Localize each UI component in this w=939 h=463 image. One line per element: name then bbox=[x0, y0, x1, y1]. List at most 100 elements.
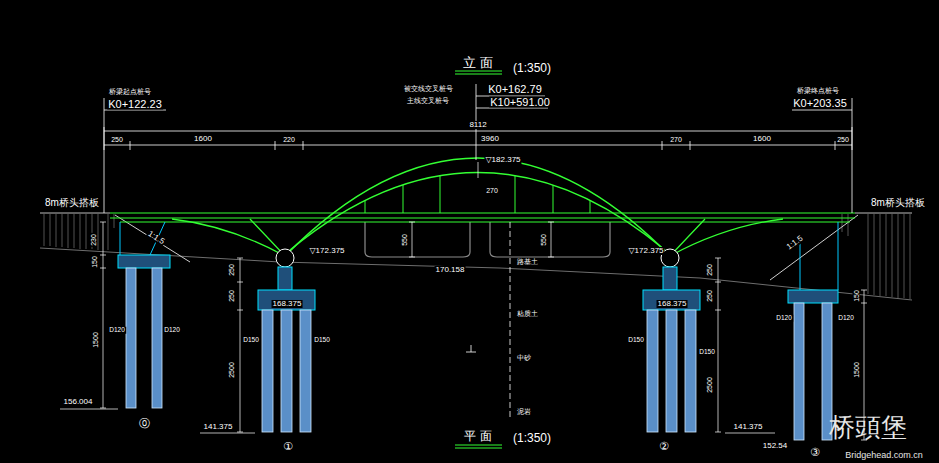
embankment-hatch bbox=[842, 214, 910, 299]
pile-diameter: D150 bbox=[698, 349, 716, 356]
watermark: Bridgehead.com.cn bbox=[844, 451, 924, 460]
elevation-text: 156.004 bbox=[63, 398, 94, 406]
arch-rib bbox=[290, 173, 665, 251]
watermark: 桥頭堡 bbox=[828, 414, 908, 440]
dimension-line bbox=[409, 162, 554, 257]
pile bbox=[666, 310, 677, 432]
soil-layer-text: 泥岩 bbox=[516, 409, 532, 416]
dimension-line bbox=[100, 222, 106, 408]
clearance-outline bbox=[365, 222, 470, 257]
soil-layer-text: 中砂 bbox=[516, 355, 532, 362]
side-strut bbox=[172, 219, 783, 256]
slope-line bbox=[770, 215, 858, 280]
approach-slab-label: 8m桥头搭板 bbox=[44, 198, 100, 208]
elevation-text: ▽182.375 bbox=[484, 156, 521, 164]
view-title: 平 面 bbox=[463, 430, 492, 442]
axis-symbol bbox=[466, 345, 476, 352]
dimension-line bbox=[104, 131, 852, 145]
pier-column bbox=[278, 267, 292, 290]
pile-diameter: D150 bbox=[627, 337, 645, 344]
pile bbox=[685, 310, 696, 432]
title-underline bbox=[455, 71, 502, 74]
pile-diameter: D120 bbox=[163, 327, 181, 334]
station-number: K10+591.00 bbox=[489, 97, 551, 108]
dimension-text: 270 bbox=[669, 136, 683, 143]
elevation-text: 168.375 bbox=[272, 300, 303, 308]
station-line bbox=[104, 84, 852, 213]
dimension-text: 1500 bbox=[853, 361, 860, 379]
elevation-text: 141.375 bbox=[203, 423, 234, 431]
elevation-text: 168.375 bbox=[657, 300, 688, 308]
abutment-wall bbox=[800, 222, 838, 290]
soil-layer-text: 路基土 bbox=[516, 259, 539, 266]
pier-column bbox=[663, 267, 677, 290]
elevation-text: ▽172.375 bbox=[308, 247, 345, 255]
pile bbox=[300, 310, 311, 432]
dimension-text: 1500 bbox=[92, 331, 99, 349]
hanger bbox=[365, 176, 590, 213]
pile-cap bbox=[258, 290, 315, 310]
support-number: ① bbox=[282, 441, 294, 452]
arch-rib bbox=[285, 158, 670, 256]
dimension-text: 270 bbox=[485, 187, 499, 194]
scale-label: (1:350) bbox=[512, 432, 552, 444]
abutment-cap bbox=[118, 255, 170, 268]
support-number: ⓪ bbox=[138, 418, 151, 429]
station-number: K0+203.35 bbox=[792, 98, 848, 109]
embankment-hatch bbox=[44, 214, 114, 250]
dimension-text: 1600 bbox=[752, 135, 772, 143]
station-number: K0+122.23 bbox=[107, 99, 163, 110]
elevation-text: 152.54 bbox=[762, 442, 788, 450]
dimension-text: 250 bbox=[836, 136, 850, 143]
pile-diameter: D120 bbox=[837, 315, 855, 322]
dimension-text: 8112 bbox=[468, 121, 487, 129]
dimension-text: 2500 bbox=[228, 361, 235, 379]
dimension-text: 1600 bbox=[193, 135, 213, 143]
pile bbox=[794, 303, 804, 440]
dimension-line bbox=[237, 258, 243, 432]
dimension-text: 3960 bbox=[480, 135, 500, 143]
station-caption: 桥梁终点桩号 bbox=[796, 88, 840, 95]
pile bbox=[262, 310, 273, 432]
elevation-leader bbox=[60, 409, 775, 433]
pile-cap bbox=[643, 290, 700, 310]
dimension-text: 150 bbox=[91, 255, 98, 269]
pile bbox=[647, 310, 658, 432]
borehole-line bbox=[510, 222, 511, 418]
scale-label: (1:350) bbox=[512, 62, 552, 74]
deck bbox=[110, 213, 855, 222]
ground-line bbox=[40, 248, 912, 300]
dimension-text: 250 bbox=[110, 136, 124, 143]
dimension-text: 550 bbox=[540, 233, 547, 247]
pile bbox=[152, 268, 162, 408]
pile-diameter: D150 bbox=[313, 337, 331, 344]
pile bbox=[281, 310, 292, 432]
dimension-text: 250 bbox=[706, 289, 713, 303]
station-number: K0+162.79 bbox=[487, 84, 543, 95]
elevation-text: 141.375 bbox=[733, 423, 764, 431]
dimension-text: 250 bbox=[228, 289, 235, 303]
slope-text: 1:1.5 bbox=[785, 234, 806, 252]
station-caption: 主线交叉桩号 bbox=[406, 98, 450, 105]
elevation-text: ▽172.375 bbox=[627, 247, 664, 255]
dimension-text: 220 bbox=[282, 136, 296, 143]
dimension-tick bbox=[104, 127, 852, 150]
pile-diameter: D120 bbox=[775, 315, 793, 322]
soil-layer-text: 粘质土 bbox=[516, 311, 539, 318]
clearance-outline bbox=[490, 222, 610, 257]
dimension-text: 150 bbox=[853, 289, 860, 303]
view-title: 立 面 bbox=[462, 56, 494, 69]
pile-diameter: D120 bbox=[108, 327, 126, 334]
elevation-text: 170.158 bbox=[435, 266, 466, 274]
station-caption: 被交线交叉桩号 bbox=[403, 86, 454, 93]
support-number: ② bbox=[658, 441, 670, 452]
approach-slab-label: 8m桥头搭板 bbox=[870, 198, 926, 208]
support-number: ③ bbox=[809, 447, 821, 458]
abutment-cap bbox=[788, 290, 838, 303]
arch-springing bbox=[276, 249, 294, 267]
pile bbox=[126, 268, 136, 408]
pile-diameter: D150 bbox=[242, 337, 260, 344]
slope-text: 1:1.5 bbox=[145, 229, 166, 246]
